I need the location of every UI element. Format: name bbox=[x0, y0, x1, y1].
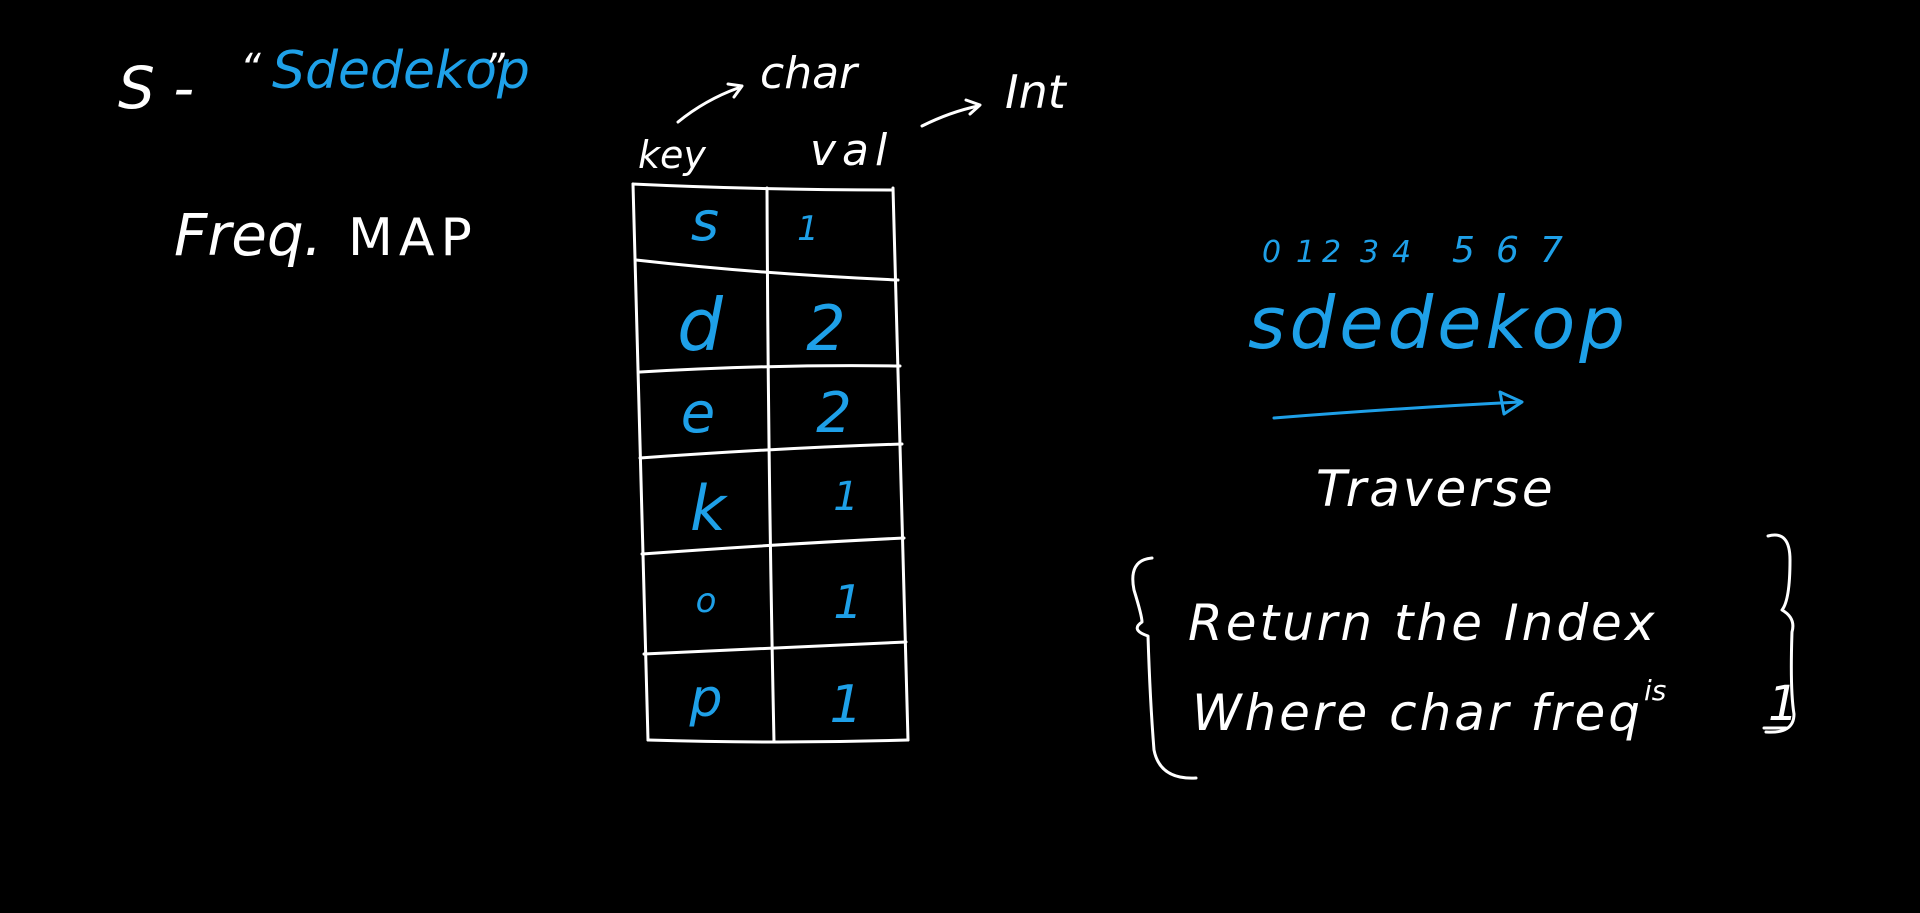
row-divider-2 bbox=[638, 364, 902, 374]
freq-table-grid bbox=[631, 182, 910, 744]
table-val-cell: 2 bbox=[806, 292, 845, 365]
string-value: Sdedekop bbox=[272, 41, 530, 101]
table-val-cell: 1 bbox=[829, 675, 862, 735]
table-top-border bbox=[631, 182, 895, 192]
val-type-arrow bbox=[920, 104, 980, 128]
table-bottom-border bbox=[646, 738, 910, 744]
table-key-cell: e bbox=[681, 381, 715, 446]
string-definition: S - “ Sdedekop ” bbox=[118, 41, 530, 122]
table-val-cell: 2 bbox=[816, 381, 852, 446]
index-number: 5 bbox=[1452, 230, 1475, 271]
index-number: 7 bbox=[1540, 230, 1563, 271]
table-val-cell: 1 bbox=[833, 575, 862, 629]
val-type-arrow-head bbox=[964, 98, 982, 116]
return-line-1: Return the Index bbox=[1188, 594, 1657, 652]
row-divider-1 bbox=[634, 258, 900, 282]
left-curly-brace bbox=[1131, 556, 1198, 780]
traverse-arrow-head bbox=[1498, 390, 1524, 416]
row-divider-4 bbox=[640, 536, 906, 556]
freq-map-label-group: Freq. MAP bbox=[174, 201, 478, 269]
is-label: is bbox=[1644, 674, 1666, 707]
key-type-arrow-head bbox=[726, 82, 744, 99]
traverse-word: sdedekop bbox=[1248, 281, 1629, 365]
index-number: 1 bbox=[1296, 235, 1315, 270]
table-key-cell: o bbox=[696, 581, 717, 621]
table-key-cell: k bbox=[690, 472, 728, 545]
row-divider-5 bbox=[642, 640, 908, 656]
string-close-quote: ” bbox=[484, 46, 505, 92]
index-number: 2 bbox=[1322, 235, 1341, 270]
freq-target-value: 1 bbox=[1768, 676, 1799, 732]
key-type-arrow bbox=[676, 86, 740, 124]
row-divider-3 bbox=[638, 442, 904, 460]
index-number: 3 bbox=[1360, 235, 1379, 270]
table-key-cell: d bbox=[677, 283, 724, 367]
traverse-arrow bbox=[1272, 390, 1524, 420]
table-val-cell: 1 bbox=[833, 474, 858, 520]
freq-label: Freq. bbox=[174, 201, 322, 269]
index-number: 4 bbox=[1392, 235, 1411, 270]
s-variable-label: S - bbox=[118, 54, 194, 122]
table-val-cell: 1 bbox=[797, 209, 819, 249]
traverse-arrow-line bbox=[1272, 400, 1522, 420]
return-line-2: Where char freq bbox=[1192, 684, 1643, 742]
string-open-quote: “ bbox=[240, 46, 261, 92]
map-label: MAP bbox=[348, 208, 478, 268]
val-type-label: Int bbox=[1005, 65, 1068, 119]
right-curly-brace bbox=[1764, 533, 1796, 734]
table-header: key val char Int bbox=[638, 48, 1068, 177]
key-type-label: char bbox=[760, 48, 860, 99]
return-statement: Return the Index Where char freq is 1 bbox=[1131, 533, 1799, 780]
index-number: 6 bbox=[1496, 230, 1519, 271]
table-left-border bbox=[631, 182, 650, 742]
key-header: key bbox=[638, 133, 706, 177]
val-header: val bbox=[810, 125, 893, 176]
traverse-label: Traverse bbox=[1316, 460, 1556, 518]
table-right-border bbox=[891, 186, 910, 742]
table-middle-divider bbox=[765, 186, 776, 744]
freq-table-cells: s 1 d 2 e 2 k 1 o 1 p 1 bbox=[677, 190, 862, 735]
table-key-cell: p bbox=[688, 669, 722, 729]
index-number: 0 bbox=[1262, 235, 1281, 270]
table-key-cell: s bbox=[691, 190, 719, 253]
